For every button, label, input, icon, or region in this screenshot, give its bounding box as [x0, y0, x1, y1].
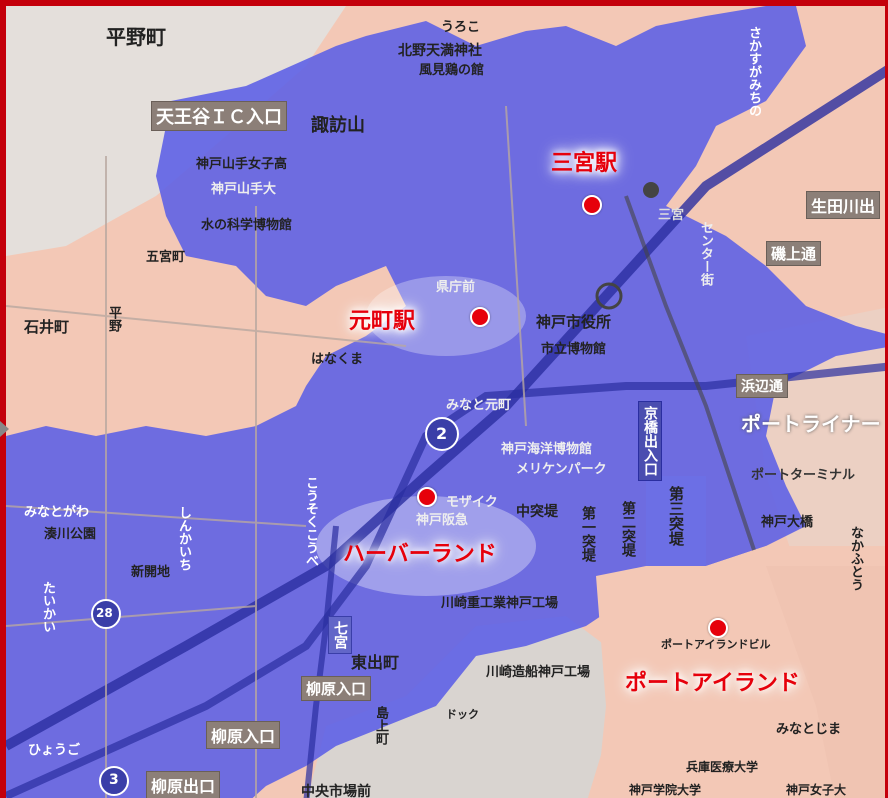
- label-kobeohashi: 神戸大橋: [761, 515, 814, 530]
- label-konan: 神戸女子大: [786, 783, 847, 797]
- label-higashide: 東出町: [351, 653, 400, 672]
- label-taikai: たいかい: [40, 581, 55, 633]
- label-hanshin: 神戸阪急: [416, 513, 469, 528]
- label-terminal: ポートターミナル: [751, 468, 856, 483]
- label-koshien: 神戸学院大学: [629, 783, 702, 797]
- road-circle: [425, 417, 459, 451]
- label-kazami: 風見鶏の館: [419, 63, 485, 78]
- sign-nanamiya: 七宮: [328, 616, 352, 654]
- label-hanakuma: はなくま: [311, 352, 364, 367]
- label-route28: 28: [96, 606, 113, 620]
- label-kenchomae: 県庁前: [436, 280, 476, 295]
- label-kawasaki: 川崎重工業神戸工場: [441, 596, 559, 611]
- label-daini: 第二突堤: [620, 501, 636, 557]
- station-label-portisland: ポートアイランド: [625, 671, 800, 696]
- label-minatogawa: みなとがわ: [24, 505, 90, 520]
- station-label-motomachi: 元町駅: [349, 309, 416, 334]
- landmark-circle-2: [643, 182, 659, 198]
- label-yamate: 神戸山手女子高: [196, 157, 288, 172]
- label-uroko: うろこ: [441, 20, 481, 35]
- sign-yanagihara2: 柳原入口: [206, 721, 281, 749]
- label-daiichi: 第一突堤: [580, 506, 596, 562]
- label-minatomotomachi: みなと元町: [446, 398, 512, 413]
- halo-motomachi: [366, 276, 526, 356]
- sea-area: [307, 616, 616, 798]
- label-dock: ドック: [446, 708, 479, 721]
- station-label-sannomiya: 三宮駅: [551, 151, 618, 176]
- label-gokyo: 五宮町: [146, 250, 186, 265]
- label-sannomiya-center: センター街: [698, 221, 713, 286]
- label-kokodoro: こうそくこうべ: [303, 476, 318, 567]
- label-cityhall2: 市立博物館: [541, 342, 607, 357]
- sign-isoue: 磯上通: [766, 241, 822, 266]
- road-circle-28: [91, 599, 121, 629]
- marker-portisland[interactable]: [708, 618, 728, 638]
- label-kawasakizosen: 川崎造船神戸工場: [486, 665, 591, 680]
- label-portislandbuild: ポートアイランドビル: [661, 638, 771, 651]
- railway-jr: [6, 65, 885, 751]
- station-label-harborland: ハーバーランド: [343, 542, 497, 567]
- label-shimagami: 島上町: [373, 706, 388, 745]
- landmark-circle: [595, 282, 623, 310]
- label-yamateuniv: 神戸山手大: [211, 182, 277, 197]
- left-arrow-indicator[interactable]: [0, 421, 9, 437]
- label-hyogomed: 兵庫医療大学: [686, 760, 759, 774]
- label-hirano: 平野: [106, 306, 121, 332]
- label-kitano: 北野天満神社: [398, 43, 482, 59]
- label-minatogawapark: 湊川公園: [44, 527, 97, 542]
- sign-kyobashi: 京橋出入口: [638, 401, 662, 481]
- label-chutotei: 中突堤: [516, 504, 558, 520]
- label-daisan: 第三突堤: [667, 486, 685, 546]
- marker-motomachi[interactable]: [470, 307, 490, 327]
- label-shinkaichi2: しんかいち: [176, 506, 191, 571]
- label-route2: 2: [436, 424, 448, 443]
- label-hiranomachi: 平野町: [106, 25, 166, 49]
- coverage-area: [6, 6, 885, 798]
- label-chuoichiba: 中央市場前: [301, 784, 371, 798]
- label-cityhall: 神戸市役所: [536, 313, 612, 331]
- road-line: [303, 525, 339, 798]
- road-circle-3: [99, 766, 129, 796]
- label-minatojima: みなとじま: [776, 722, 842, 737]
- label-nakafuto: なかふとう: [848, 526, 863, 591]
- label-suwayama: 諏訪山: [311, 115, 365, 136]
- road-mesh: [6, 105, 527, 798]
- label-sakura: さかすがみちの: [746, 26, 761, 117]
- label-mosaic: モザイク: [446, 495, 498, 510]
- sign-ikutagawa: 生田川出: [806, 191, 881, 219]
- map-canvas[interactable]: [6, 6, 888, 798]
- label-shinkaichi: 新開地: [131, 565, 171, 580]
- marker-sannomiya[interactable]: [582, 195, 602, 215]
- label-maritime: 神戸海洋博物館: [501, 442, 593, 457]
- label-route3: 3: [109, 772, 119, 788]
- label-hyogo: ひょうご: [28, 743, 81, 758]
- label-portliner: ポートライナー: [741, 412, 881, 436]
- label-science: 水の科学博物館: [201, 218, 293, 233]
- sign-yanagihara3: 柳原出口: [146, 771, 221, 798]
- port-island-east: [766, 566, 885, 798]
- label-meriken: メリケンパーク: [516, 462, 607, 477]
- label-ishii: 石井町: [24, 318, 70, 336]
- label-sannomiya-area: 三宮: [658, 208, 685, 223]
- sign-tennoudani: 天王谷ＩＣ入口: [151, 101, 287, 131]
- marker-harborland[interactable]: [417, 487, 437, 507]
- sign-yanagihara: 柳原入口: [301, 676, 372, 701]
- sign-hamabe: 浜辺通: [736, 374, 788, 398]
